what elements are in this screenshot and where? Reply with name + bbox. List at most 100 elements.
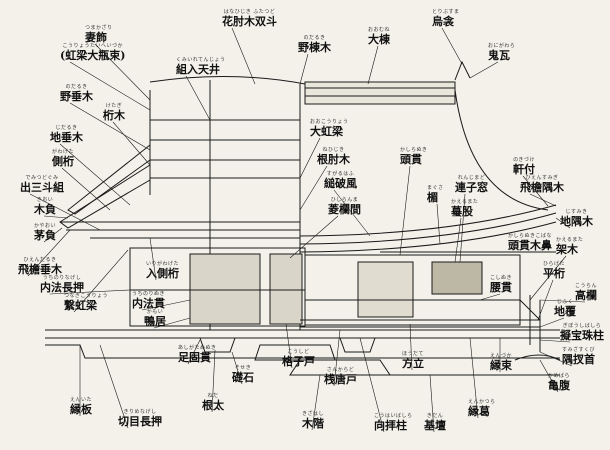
label-odairyo: おおこうりょう大虹梁 [310, 120, 349, 138]
label-kohaibashira: こうはいばしら向拝柱 [374, 414, 413, 432]
label-reading: かしらぬきこばな [508, 233, 552, 239]
label-hoshokudai: ほうだて方立 [402, 351, 425, 370]
label-reading: おにがわら [488, 43, 516, 49]
label-reading: きりめなげし [123, 409, 157, 415]
leader-tsumakazari [94, 43, 151, 101]
label-term: 腰貫 [490, 281, 512, 294]
label-reading: さんからど [326, 367, 355, 373]
foundation [45, 329, 561, 376]
leader-nodaruki [299, 53, 309, 85]
label-reading: くみいれてんじょう [176, 57, 226, 63]
leader-nehijiki [299, 165, 328, 211]
label-jidaruki: じだるき地垂木 [50, 125, 83, 144]
veranda [300, 295, 541, 352]
label-hiraketa: ひらげた平桁 [543, 261, 566, 280]
label-reading: じだるき [55, 125, 78, 131]
label-kamebara: かめばら亀腹 [548, 373, 571, 392]
leader-uchinorinageshi [49, 289, 131, 295]
label-term: 地垂木 [50, 131, 83, 144]
leader-demitsudo [29, 193, 101, 231]
label-kashiranuki: かしらぬき頭貫 [400, 148, 427, 166]
label-reading: ねひじき [322, 147, 345, 153]
label-hanahijiki: はなひじき ふたつど花肘木双斗 [222, 9, 277, 28]
label-reading: かえるまた [451, 199, 479, 205]
label-kayaoi: かやおい茅負 [34, 223, 57, 242]
label-reading: すみざすくび [562, 347, 596, 353]
leader-sumisasukubi [539, 351, 573, 367]
label-jisumiki: じすみき地隅木 [560, 209, 593, 228]
label-term: 茅負 [34, 229, 56, 242]
label-reading: うちのりなげし [42, 275, 82, 281]
leader-koran [539, 299, 586, 303]
leader-omune [367, 45, 379, 85]
leader-ashigatamenuki [187, 339, 201, 365]
leader-soseki [231, 351, 243, 385]
label-reading: のきづけ [513, 157, 535, 163]
right-roof [299, 89, 557, 253]
label-reading: ひしらんま [330, 197, 359, 203]
label-term: 桟唐戸 [324, 373, 357, 386]
leader-kashiranuki [399, 165, 411, 256]
label-reading: ひえんすみぎ [525, 175, 559, 181]
leader-enkatsura [469, 337, 479, 419]
label-term: 高欄 [575, 289, 597, 302]
label-engawa: えんいた縁板 [70, 397, 93, 416]
label-reading: うちのりぬき [132, 291, 165, 297]
label-reading: えんかつら [468, 399, 496, 405]
label-term: 擬宝珠柱 [560, 329, 604, 342]
label-reading: かめばら [548, 373, 571, 379]
label-term: 蟇股 [451, 205, 473, 218]
label-kashiranukibana: かしらぬきこばな頭貫木鼻 [508, 233, 552, 252]
label-term: 基壇 [424, 419, 446, 432]
label-reading: えんいた [70, 397, 93, 403]
label-term: 縋破風 [324, 177, 357, 190]
leader-kayaoi [43, 227, 63, 243]
label-kioi: きおい木負 [34, 198, 56, 216]
label-reading: れんじまど [457, 175, 486, 181]
label-reading: こうりょうたいへいづか [62, 43, 123, 49]
label-gawageta: がわげた側桁 [52, 149, 75, 168]
label-keta: けたぎ桁木 [103, 104, 125, 122]
label-kidan: きだん基壇 [424, 414, 446, 432]
leader-kumiiretenjo [185, 75, 211, 121]
label-term: 繋虹梁 [64, 299, 97, 312]
label-term: 大虹梁 [310, 125, 343, 138]
label-term: 連子窓 [455, 181, 488, 194]
label-reading: すがるはふ [326, 171, 355, 177]
leader-koshinuki [479, 293, 501, 301]
label-term: 入側桁 [146, 267, 179, 280]
leader-kaerumata2 [529, 255, 567, 301]
leader-gawageta [61, 167, 111, 211]
label-term: 側桁 [52, 155, 74, 168]
label-reading: じすみき [565, 209, 588, 215]
leader-koshido [285, 323, 293, 369]
leader-onigawara [469, 61, 499, 79]
leader-kidan [429, 374, 435, 433]
label-term: 菱欄間 [328, 203, 361, 216]
leader-nodaruki2 [69, 102, 151, 151]
label-reading: がわげた [52, 149, 75, 155]
label-soseki: そせき礎石 [232, 366, 254, 384]
leader-jisumiki [555, 217, 571, 229]
label-jifuku: じふく地覆 [554, 300, 576, 318]
label-reading: こうしど [287, 349, 310, 355]
label-term: 木負 [34, 203, 56, 216]
label-reading: ひらげた [543, 261, 566, 267]
label-term: 向拝柱 [374, 419, 407, 432]
leader-enhafu [333, 189, 371, 237]
label-reading: えんづか [490, 353, 513, 359]
label-reading: つなぎこうりょう [64, 293, 109, 299]
leader-karasubusuma [441, 27, 463, 65]
label-reading: はなひじき ふたつど [223, 9, 276, 15]
label-term: 鬼瓦 [488, 49, 510, 62]
label-reading: ほうだて [402, 351, 425, 357]
label-reading: かやおい [34, 223, 57, 229]
label-term: 架木 [556, 243, 578, 256]
label-term: (虹梁大瓶束) [60, 49, 126, 62]
hall-body [129, 247, 306, 327]
label-term: 方立 [402, 357, 424, 370]
label-term: 鴨居 [144, 315, 166, 328]
leader-kirime [99, 344, 129, 429]
